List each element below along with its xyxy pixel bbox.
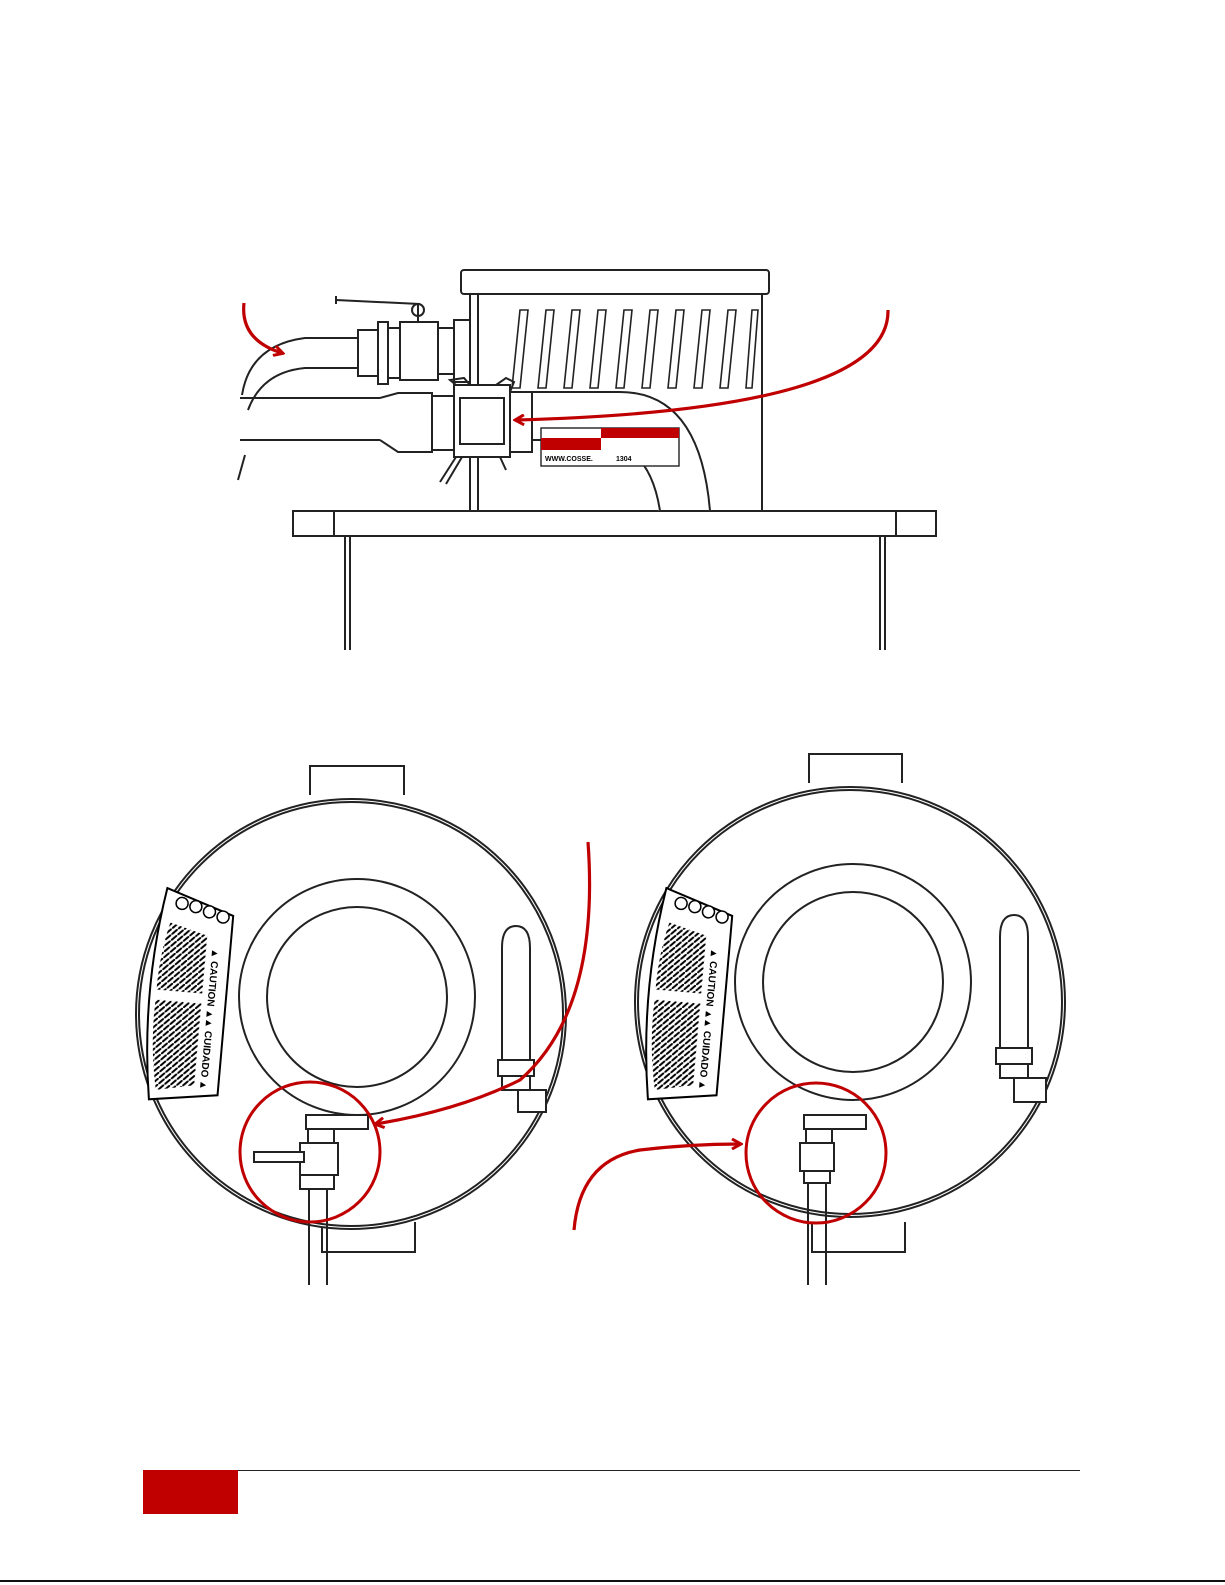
label-website-text: WWW.COSSE. xyxy=(545,456,593,463)
footer-rule xyxy=(236,1470,1080,1471)
footer-page-tab xyxy=(143,1470,238,1514)
page-bottom-border xyxy=(0,1580,1225,1582)
label-part-number-text: 1304 xyxy=(616,456,632,463)
